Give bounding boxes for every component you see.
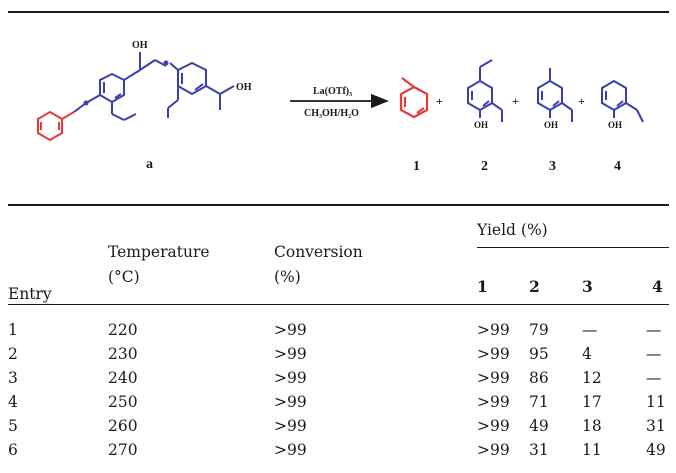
cell-yield-4: — xyxy=(646,345,662,363)
plus-sign: + xyxy=(436,94,443,108)
reactant-label: a xyxy=(146,157,153,172)
cell-entry: 2 xyxy=(8,345,18,363)
reactant-oxygens xyxy=(83,60,169,106)
reaction-scheme: OH OH a La(OTf)₃ CH₃OH/H₂O + OH + OH + xyxy=(37,40,644,174)
product-4-structure xyxy=(601,79,644,123)
cell-entry: 6 xyxy=(8,441,18,459)
cell-yield-4: 11 xyxy=(646,393,666,411)
cell-yield-3: 18 xyxy=(582,417,602,435)
cell-yield-2: 71 xyxy=(529,393,549,411)
cell-yield-3: — xyxy=(582,321,598,339)
product-label-3: 3 xyxy=(549,159,556,174)
header-entry: Entry xyxy=(8,285,52,303)
scheme-bottom-rule xyxy=(8,204,669,206)
cell-yield-4: — xyxy=(646,321,662,339)
cell-yield-2: 79 xyxy=(529,321,549,339)
cell-entry: 4 xyxy=(8,393,18,411)
cell-yield-1: >99 xyxy=(477,393,510,411)
cell-yield-4: — xyxy=(646,369,662,387)
product-label-2: 2 xyxy=(481,159,488,174)
cell-yield-3: 4 xyxy=(582,345,592,363)
cell-conversion: >99 xyxy=(274,321,307,339)
cell-yield-2: 49 xyxy=(529,417,549,435)
cell-yield-2: 86 xyxy=(529,369,549,387)
cell-yield-3: 12 xyxy=(582,369,602,387)
product-label-1: 1 xyxy=(413,159,420,174)
cell-temperature: 270 xyxy=(108,441,138,459)
plus-sign: + xyxy=(578,94,585,108)
cell-temperature: 240 xyxy=(108,369,138,387)
header-yield: Yield (%) xyxy=(477,221,548,239)
product-2-structure xyxy=(467,59,503,122)
header-yield-2: 2 xyxy=(529,277,540,296)
product-2-oh: OH xyxy=(474,120,488,130)
product-label-4: 4 xyxy=(614,159,621,174)
cell-yield-4: 31 xyxy=(646,417,666,435)
cell-conversion: >99 xyxy=(274,441,307,459)
solvent-label: CH₃OH/H₂O xyxy=(304,108,359,119)
cell-yield-3: 17 xyxy=(582,393,602,411)
benzyl-group xyxy=(37,110,75,142)
catalyst-label: La(OTf)₃ xyxy=(313,86,352,97)
product-3-structure xyxy=(537,68,573,122)
plus-sign: + xyxy=(512,94,519,108)
cell-yield-2: 95 xyxy=(529,345,549,363)
header-conversion-line1: Conversion xyxy=(274,243,363,261)
header-yield-1: 1 xyxy=(477,277,488,296)
cell-temperature: 230 xyxy=(108,345,138,363)
header-yield-3: 3 xyxy=(582,277,593,296)
cell-conversion: >99 xyxy=(274,369,307,387)
cell-entry: 1 xyxy=(8,321,18,339)
product-1-toluene xyxy=(399,77,429,119)
header-temperature-line1: Temperature xyxy=(108,243,210,261)
header-rule xyxy=(8,304,669,305)
cell-temperature: 250 xyxy=(108,393,138,411)
cell-yield-1: >99 xyxy=(477,369,510,387)
cell-yield-3: 11 xyxy=(582,441,602,459)
reactant-oh-top: OH xyxy=(132,40,148,51)
cell-yield-1: >99 xyxy=(477,345,510,363)
cell-yield-1: >99 xyxy=(477,441,510,459)
header-conversion-line2: (%) xyxy=(274,268,301,286)
product-3-oh: OH xyxy=(544,120,558,130)
cell-conversion: >99 xyxy=(274,345,307,363)
cell-yield-4: 49 xyxy=(646,441,666,459)
header-temperature-line2: (°C) xyxy=(108,268,140,286)
yield-rule xyxy=(477,247,669,248)
cell-yield-1: >99 xyxy=(477,417,510,435)
top-rule xyxy=(8,11,669,13)
product-4-oh: OH xyxy=(608,120,622,130)
cell-yield-2: 31 xyxy=(529,441,549,459)
header-yield-4: 4 xyxy=(652,277,663,296)
reactant-oh-right: OH xyxy=(236,82,252,93)
cell-entry: 5 xyxy=(8,417,18,435)
cell-entry: 3 xyxy=(8,369,18,387)
cell-conversion: >99 xyxy=(274,417,307,435)
reactant-backbone xyxy=(73,52,235,121)
cell-temperature: 260 xyxy=(108,417,138,435)
cell-conversion: >99 xyxy=(274,393,307,411)
cell-temperature: 220 xyxy=(108,321,138,339)
cell-yield-1: >99 xyxy=(477,321,510,339)
